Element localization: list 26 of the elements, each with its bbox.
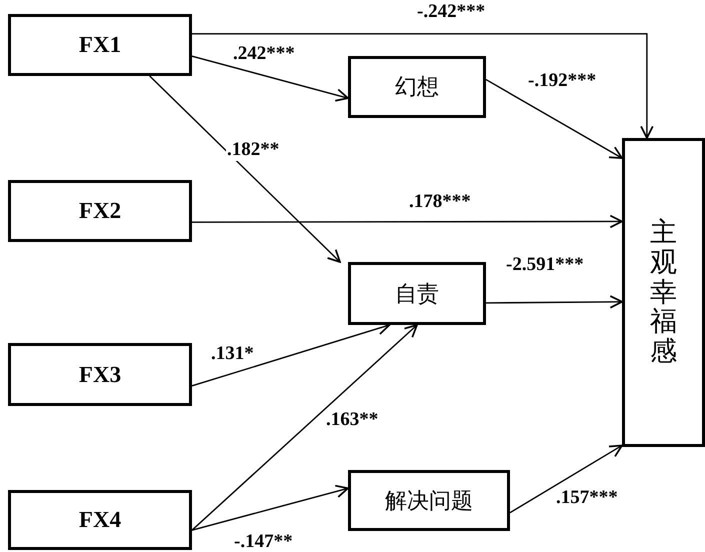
node-label: 主观幸福感 <box>650 218 677 367</box>
outcome-box <box>622 138 705 447</box>
variable-box <box>8 490 192 550</box>
variable-box <box>348 470 510 531</box>
arrow <box>192 484 349 531</box>
arrow <box>486 78 623 159</box>
arrow <box>510 444 623 514</box>
node-label: FX2 <box>78 198 122 224</box>
arrow <box>192 324 418 531</box>
arrow <box>486 295 623 309</box>
arrow <box>192 214 623 228</box>
node-label: FX1 <box>78 32 122 58</box>
node-label: 幻想 <box>395 74 439 102</box>
arrow <box>192 55 349 102</box>
node-label: FX4 <box>78 507 122 533</box>
edge-label: .182** <box>226 140 280 161</box>
variable-box <box>348 262 486 325</box>
variable-box <box>8 343 192 406</box>
node-label: 自责 <box>395 280 439 308</box>
arrow <box>149 76 341 263</box>
variable-box <box>8 180 192 242</box>
variable-box <box>348 56 486 118</box>
arrow <box>192 33 654 139</box>
variable-box <box>8 14 192 76</box>
node-label: FX3 <box>78 362 122 388</box>
node-label: 解决问题 <box>385 488 473 516</box>
